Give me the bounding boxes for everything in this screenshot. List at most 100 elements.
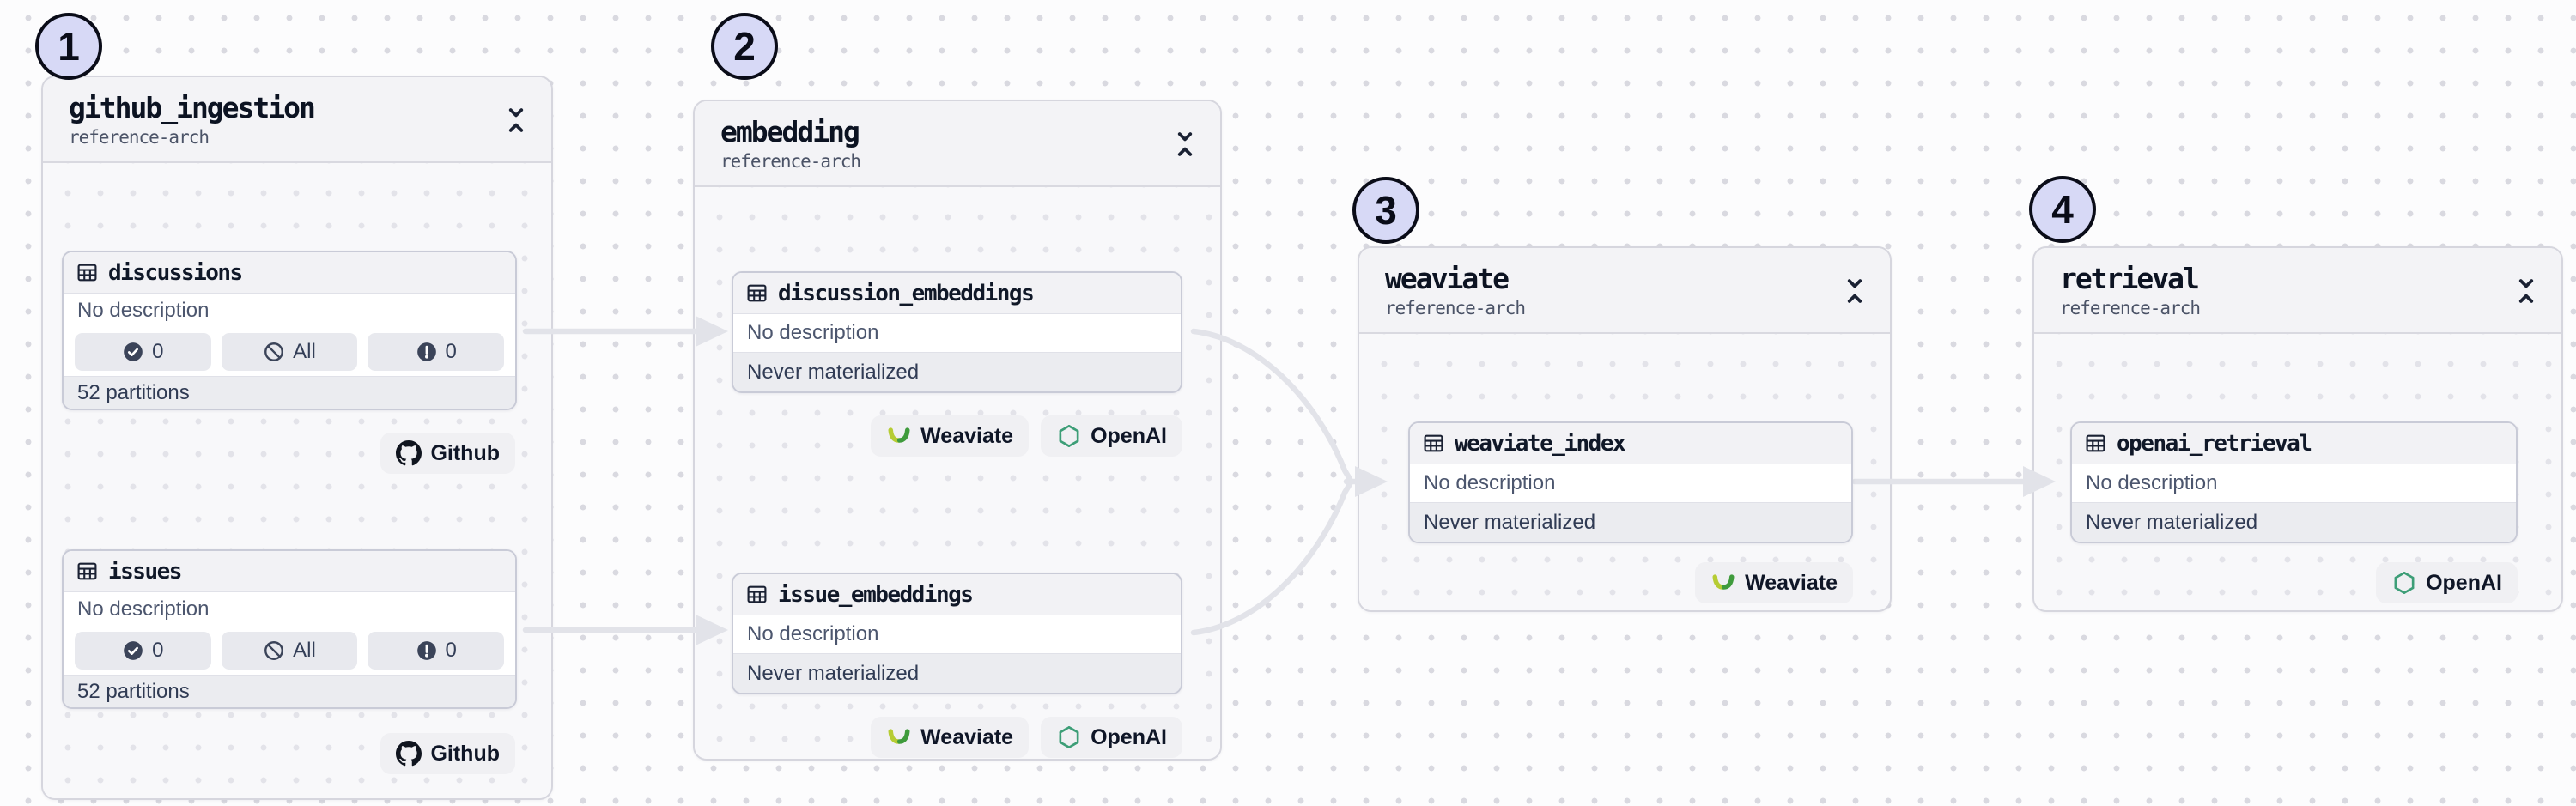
arrowhead-icon [1355, 466, 1388, 497]
group-header[interactable]: retrieval reference-arch [2034, 248, 2561, 334]
collapse-group-icon[interactable] [1172, 129, 1198, 160]
kind-tag-label: OpenAI [1091, 724, 1167, 749]
table-icon [745, 583, 769, 606]
slash-circle-icon [263, 639, 285, 662]
arrowhead-icon [696, 316, 728, 347]
kind-tag-openai: OpenAI [2376, 562, 2518, 603]
missing-count: All [293, 639, 316, 662]
asset-footer: Never materialized [733, 653, 1181, 693]
kind-tag-label: Weaviate [1745, 570, 1838, 595]
asset-footer: Never materialized [1410, 502, 1851, 542]
kind-tags: Github [380, 433, 515, 474]
step-annotation-4: 4 [2029, 176, 2096, 243]
missing-partitions-pill: All [221, 333, 358, 371]
table-icon [76, 261, 99, 284]
asset-node-openai-retrieval[interactable]: openai_retrieval No description Never ma… [2070, 421, 2518, 543]
asset-footer: 52 partitions [64, 376, 515, 409]
kind-tag-label: OpenAI [1091, 423, 1167, 448]
weaviate-icon [1710, 570, 1736, 596]
collapse-group-icon[interactable] [503, 105, 529, 136]
openai-icon [2391, 570, 2417, 596]
asset-name: issue_embeddings [778, 581, 974, 608]
slash-circle-icon [263, 341, 285, 363]
asset-node-discussion-embeddings[interactable]: discussion_embeddings No description Nev… [732, 271, 1182, 393]
edge-discussion-embeddings-to-weaviate-index [1190, 328, 1353, 482]
alert-circle-icon [416, 639, 438, 662]
step-annotation-1: 1 [35, 13, 102, 80]
group-title: github_ingestion [69, 91, 316, 124]
asset-description: No description [64, 592, 515, 627]
table-icon [1422, 432, 1445, 455]
openai-icon [1056, 423, 1082, 449]
collapse-group-icon[interactable] [2513, 276, 2539, 306]
kind-tag-openai: OpenAI [1041, 717, 1182, 758]
asset-name: discussion_embeddings [778, 280, 1035, 306]
kind-tag-label: Weaviate [920, 724, 1014, 749]
github-icon [396, 440, 422, 466]
asset-node-weaviate-index[interactable]: weaviate_index No description Never mate… [1408, 421, 1853, 543]
group-header[interactable]: github_ingestion reference-arch [43, 77, 551, 163]
openai-icon [1056, 724, 1082, 750]
asset-node-issue-embeddings[interactable]: issue_embeddings No description Never ma… [732, 573, 1182, 694]
asset-card-header: openai_retrieval [2072, 423, 2516, 464]
kind-tag-github: Github [380, 433, 515, 474]
asset-description: No description [64, 294, 515, 328]
asset-card-header: issues [64, 551, 515, 592]
check-circle-icon [122, 341, 144, 363]
weaviate-icon [886, 423, 912, 449]
asset-footer: 52 partitions [64, 675, 515, 707]
materialized-partitions-pill: 0 [75, 333, 211, 371]
asset-name: weaviate_index [1455, 430, 1626, 457]
weaviate-icon [886, 724, 912, 750]
group-header[interactable]: embedding reference-arch [695, 101, 1220, 187]
materialized-count: 0 [152, 340, 164, 363]
kind-tags: Github [380, 733, 515, 774]
kind-tag-label: OpenAI [2426, 570, 2502, 595]
materialized-partitions-pill: 0 [75, 632, 211, 670]
step-annotation-3: 3 [1352, 177, 1419, 244]
failed-count: 0 [445, 340, 457, 363]
missing-partitions-pill: All [221, 632, 358, 670]
table-icon [745, 282, 769, 305]
table-icon [76, 560, 99, 583]
alert-circle-icon [416, 341, 438, 363]
asset-description: No description [2072, 464, 2516, 502]
asset-node-discussions[interactable]: discussions No description 0 All 0 [62, 251, 517, 410]
group-header[interactable]: weaviate reference-arch [1359, 248, 1890, 334]
group-subtitle: reference-arch [1385, 298, 1526, 318]
kind-tag-label: Github [430, 741, 500, 766]
asset-footer: Never materialized [733, 352, 1181, 391]
partition-stats-row: 0 All 0 [64, 627, 515, 675]
asset-card-header: issue_embeddings [733, 574, 1181, 615]
failed-partitions-pill: 0 [368, 632, 505, 670]
group-title: embedding [720, 115, 860, 148]
asset-description: No description [733, 615, 1181, 653]
check-circle-icon [122, 639, 144, 662]
missing-count: All [293, 340, 316, 363]
kind-tags: Weaviate OpenAI [871, 717, 1182, 758]
asset-card-header: weaviate_index [1410, 423, 1851, 464]
kind-tag-weaviate: Weaviate [1695, 562, 1853, 603]
collapse-group-icon[interactable] [1842, 276, 1868, 306]
kind-tag-weaviate: Weaviate [871, 415, 1030, 457]
materialized-count: 0 [152, 639, 164, 662]
asset-node-issues[interactable]: issues No description 0 All 0 [62, 549, 517, 709]
kind-tag-label: Github [430, 440, 500, 465]
table-icon [2084, 432, 2107, 455]
kind-tag-label: Weaviate [920, 423, 1014, 448]
group-subtitle: reference-arch [2060, 298, 2201, 318]
asset-description: No description [1410, 464, 1851, 502]
step-annotation-2: 2 [711, 13, 778, 80]
group-title: retrieval [2060, 262, 2200, 295]
kind-tag-weaviate: Weaviate [871, 717, 1030, 758]
group-subtitle: reference-arch [69, 127, 210, 148]
kind-tags: OpenAI [2376, 562, 2518, 603]
partition-stats-row: 0 All 0 [64, 328, 515, 376]
asset-name: openai_retrieval [2117, 430, 2312, 457]
kind-tag-github: Github [380, 733, 515, 774]
asset-description: No description [733, 314, 1181, 352]
arrowhead-icon [2023, 466, 2056, 497]
asset-card-header: discussions [64, 252, 515, 294]
